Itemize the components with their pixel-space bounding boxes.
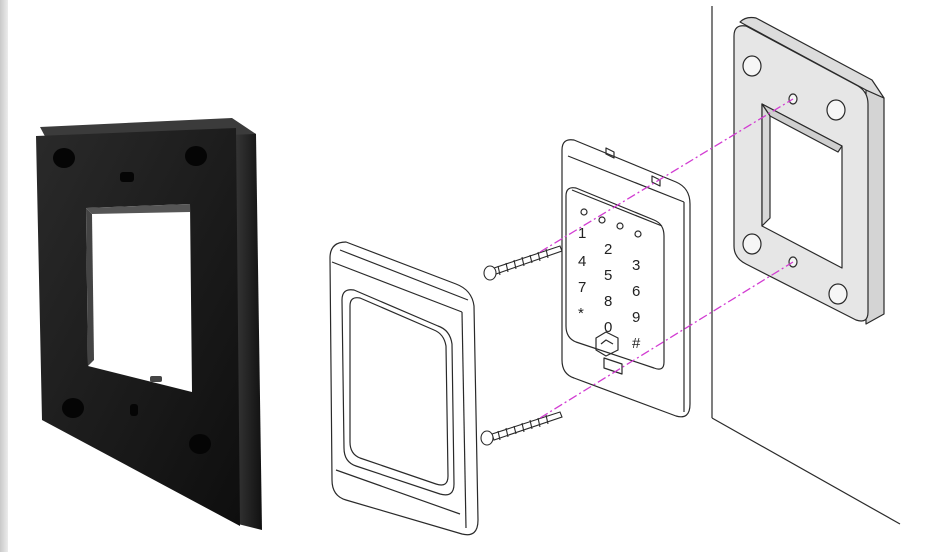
key-2: 2 [604,241,612,258]
key-0: 0 [604,319,612,336]
key-1: 1 [578,225,586,242]
key-5: 5 [604,267,612,284]
key-8: 8 [604,293,612,310]
key-7: 7 [578,279,586,296]
key-3: 3 [632,257,640,274]
keypad-device [561,139,691,418]
wall-spacer [733,16,885,325]
keypad-keys: 1 2 3 4 5 6 7 8 9 * 0 # [578,225,641,352]
screw-icon [480,411,563,446]
key-6: 6 [632,283,640,300]
cover-frame [329,241,479,536]
key-star: * [578,305,584,322]
upper-guide-line [539,98,794,253]
screw-icon [483,245,563,281]
wall-outline [711,6,901,525]
lower-guide-line [539,261,794,419]
key-hash: # [632,335,641,352]
alignment-guide-lines [539,98,794,419]
left-border-strip [0,0,8,552]
black-mounting-frame [36,118,262,530]
key-4: 4 [578,253,586,270]
key-9: 9 [632,309,640,326]
fingerprint-icon [595,331,619,357]
